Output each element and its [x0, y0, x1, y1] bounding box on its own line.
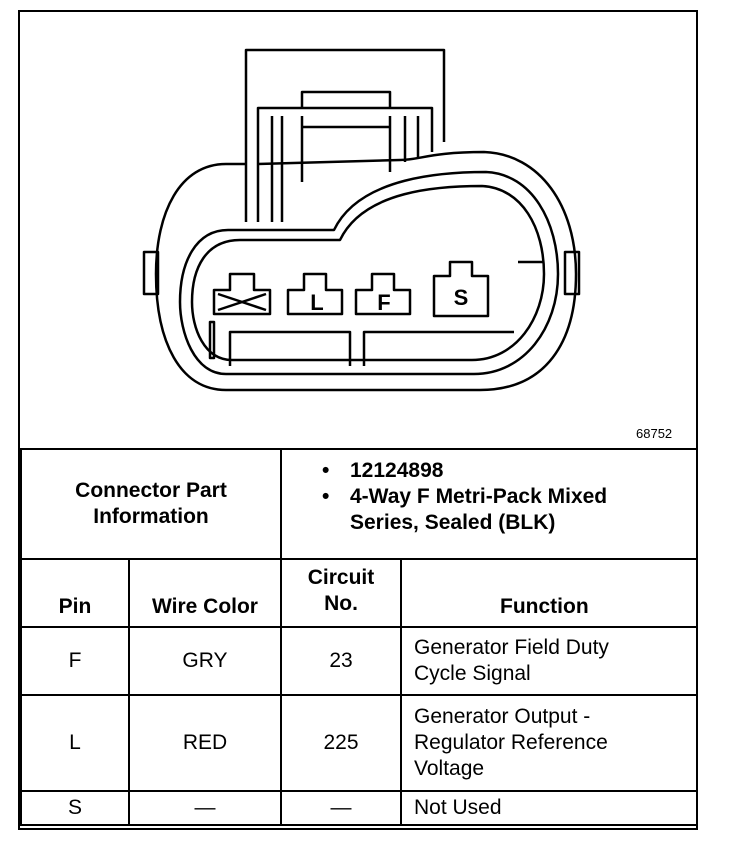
function-line: Generator Field Duty	[414, 636, 609, 659]
function-line: Regulator Reference	[414, 731, 608, 754]
cell-circuit: 23	[280, 626, 402, 696]
cell-circuit: 225	[280, 694, 402, 792]
pin-label-s: S	[454, 285, 469, 310]
header-row: Pin Wire Color Circuit No. Function	[20, 558, 699, 628]
cell-function: Not Used	[399, 790, 699, 826]
pin-cavity-l	[286, 272, 344, 316]
right-side-tab	[563, 250, 581, 296]
connector-cavity	[178, 170, 560, 376]
cell-wire-color: —	[128, 790, 282, 826]
cell-function: Generator Output - Regulator Reference V…	[399, 694, 699, 792]
connector-info-list: 12124898 4-Way F Metri-Pack Mixed Series…	[279, 448, 699, 560]
connector-diagram: L F S	[142, 48, 581, 392]
cell-pin: L	[20, 694, 130, 792]
function-line: Cycle Signal	[414, 662, 531, 685]
cell-circuit: —	[280, 790, 402, 826]
figure-number: 68752	[636, 426, 673, 441]
description-line1: 4-Way F Metri-Pack Mixed	[350, 485, 608, 508]
header-circuit-line1: Circuit	[307, 565, 375, 589]
table-row: L RED 225 Generator Output - Regulator R…	[20, 694, 699, 792]
pin-cavity-unused	[212, 272, 272, 316]
connector-figure: L F S 68752 Connector Part Information 1…	[18, 10, 699, 830]
connector-table: Connector Part Information 12124898 4-Wa…	[20, 448, 699, 826]
cell-pin: F	[20, 626, 130, 696]
latch-slot	[300, 90, 392, 108]
left-side-tab	[142, 250, 160, 296]
function-line: Voltage	[414, 757, 485, 780]
info-row: Connector Part Information 12124898 4-Wa…	[20, 448, 699, 560]
connector-housing-outer	[154, 150, 578, 392]
function-line: Generator Output -	[414, 705, 591, 728]
info-label-line1: Connector Part	[75, 479, 227, 502]
header-pin: Pin	[20, 558, 130, 628]
header-wire-color: Wire Color	[128, 558, 282, 628]
pin-label-l: L	[310, 290, 323, 315]
pin-cavity-f	[354, 272, 412, 316]
connector-description: 4-Way F Metri-Pack Mixed Series, Sealed …	[322, 484, 696, 536]
description-line2: Series, Sealed (BLK)	[350, 511, 556, 534]
pin-cavity-s	[432, 260, 490, 318]
table-row: F GRY 23 Generator Field Duty Cycle Sign…	[20, 626, 699, 696]
cell-function: Generator Field Duty Cycle Signal	[399, 626, 699, 696]
info-label-line2: Information	[93, 505, 209, 528]
header-function: Function	[399, 558, 699, 628]
connector-info-label: Connector Part Information	[20, 448, 282, 560]
function-line: Not Used	[414, 796, 502, 819]
connector-latch	[244, 48, 446, 222]
cell-wire-color: GRY	[128, 626, 282, 696]
cell-wire-color: RED	[128, 694, 282, 792]
cell-pin: S	[20, 790, 130, 826]
pin-label-f: F	[377, 290, 390, 315]
part-number: 12124898	[322, 458, 696, 484]
latch-inner	[256, 106, 434, 222]
table-row: S — — Not Used	[20, 790, 699, 826]
header-circuit: Circuit No.	[280, 558, 402, 628]
header-circuit-line2: No.	[324, 591, 358, 615]
